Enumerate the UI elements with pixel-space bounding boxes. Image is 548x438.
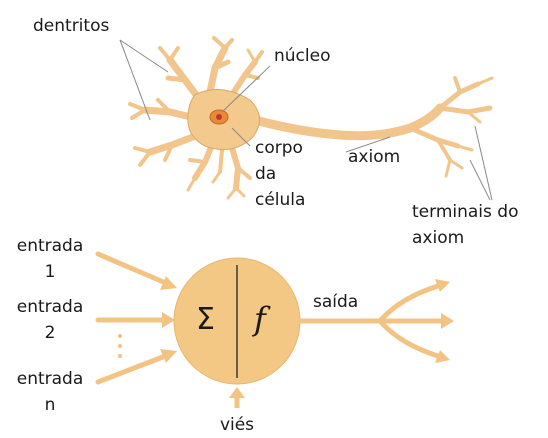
input-2-label-line-2: 2 xyxy=(8,321,92,346)
axon-terminals-label-line-1: terminais do xyxy=(412,200,518,225)
ellipsis-dots xyxy=(118,334,122,358)
input-1-label-line-2: 1 xyxy=(8,260,92,285)
axon-label: axiom xyxy=(348,145,400,170)
input-1-label-line-1: entrada xyxy=(8,234,92,259)
artificial-neuron xyxy=(98,254,454,408)
cell-body-label-line-3: célula xyxy=(255,188,305,213)
nucleolus xyxy=(216,114,222,120)
input-n-label-line-2: n xyxy=(8,393,92,418)
input-n-label-line-1: entrada xyxy=(8,367,92,392)
dendrites-label: dentritos xyxy=(33,14,109,39)
input-2-label-line-1: entrada xyxy=(8,295,92,320)
axon-terminals-label-line-2: axiom xyxy=(412,226,464,251)
input-arrows xyxy=(98,254,177,382)
cell-body-label-line-1: corpo xyxy=(255,136,303,161)
cell-body-label-line-2: da xyxy=(255,162,276,187)
bias-label: viés xyxy=(205,413,269,438)
bias-arrow xyxy=(229,387,245,408)
sum-symbol: Σ xyxy=(196,302,215,338)
nucleus-label: núcleo xyxy=(274,44,330,69)
activation-symbol: f xyxy=(254,300,266,338)
output-label: saída xyxy=(313,290,358,315)
